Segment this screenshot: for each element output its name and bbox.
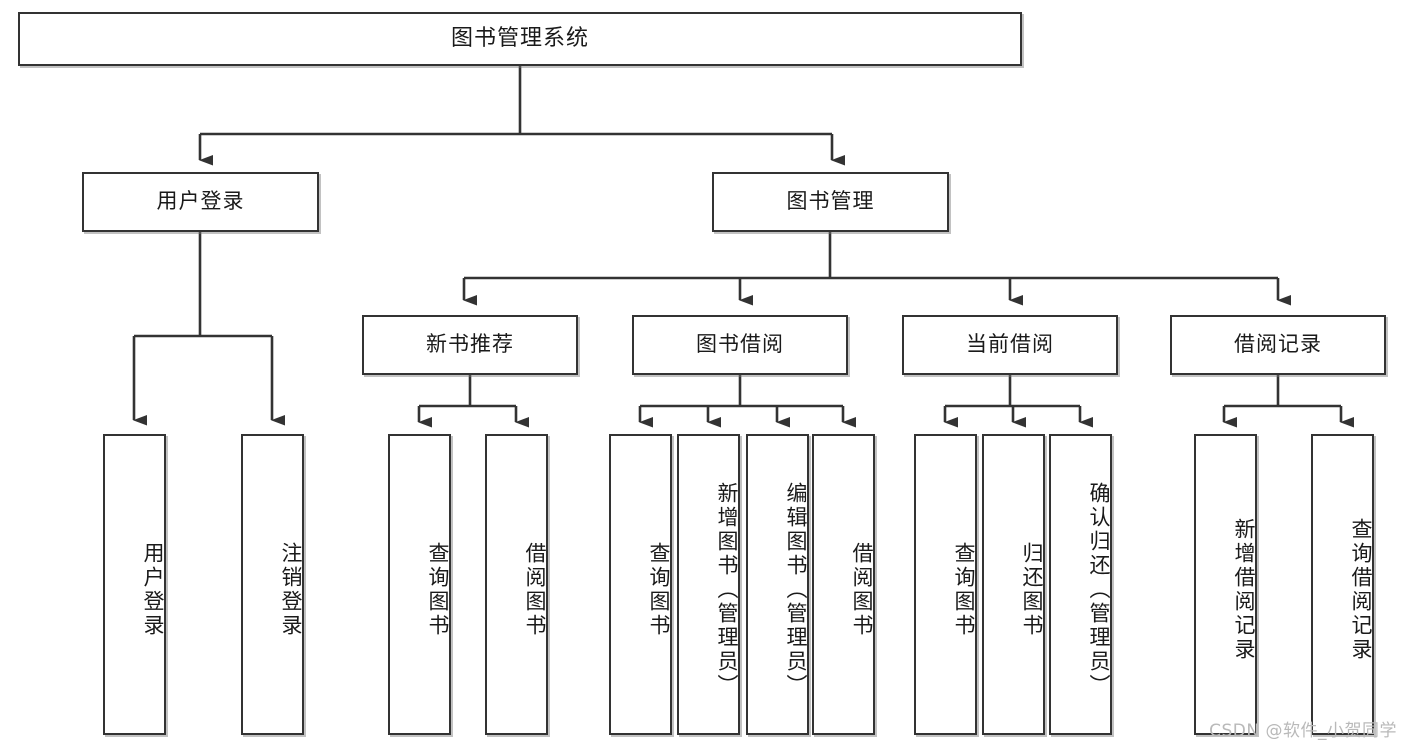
node-label: 图书管理系统 [450, 25, 589, 51]
node-label: 当前借阅 [966, 332, 1054, 357]
node-label: 新增借阅记录 [1232, 517, 1256, 662]
leaf-record-query[interactable]: 查询借阅记录 [1311, 434, 1374, 735]
node-label: 图书管理 [786, 189, 875, 214]
leaf-newbook-borrow[interactable]: 借阅图书 [485, 434, 548, 735]
node-label: 查询图书 [647, 541, 671, 638]
node-label: 归还图书 [1020, 541, 1044, 638]
leaf-user-logout[interactable]: 注销登录 [241, 434, 304, 735]
leaf-borrow-lend-book[interactable]: 借阅图书 [812, 434, 875, 735]
node-book-borrow[interactable]: 图书借阅 [632, 315, 848, 375]
node-borrow-records[interactable]: 借阅记录 [1170, 315, 1386, 375]
node-current-borrow[interactable]: 当前借阅 [902, 315, 1118, 375]
node-label: 借阅图书 [523, 541, 547, 638]
leaf-newbook-query[interactable]: 查询图书 [388, 434, 451, 735]
leaf-current-confirm-return[interactable]: 确认归还（管理员） [1049, 434, 1112, 735]
node-label: 新增图书（管理员） [715, 481, 739, 698]
node-label: 编辑图书（管理员） [784, 481, 808, 698]
node-label: 查询借阅记录 [1349, 517, 1373, 662]
watermark-text: CSDN @软件_小贺同学 [1209, 721, 1397, 741]
node-label: 确认归还（管理员） [1087, 481, 1111, 698]
node-label: 图书借阅 [696, 332, 784, 357]
leaf-record-add[interactable]: 新增借阅记录 [1194, 434, 1257, 735]
node-book-management[interactable]: 图书管理 [712, 172, 949, 232]
node-label: 借阅图书 [850, 541, 874, 638]
node-label: 注销登录 [279, 541, 303, 638]
leaf-borrow-edit-book[interactable]: 编辑图书（管理员） [746, 434, 809, 735]
node-label: 用户登录 [156, 189, 245, 214]
leaf-current-query-book[interactable]: 查询图书 [914, 434, 977, 735]
node-label: 用户登录 [141, 541, 165, 638]
leaf-borrow-add-book[interactable]: 新增图书（管理员） [677, 434, 740, 735]
node-label: 查询图书 [952, 541, 976, 638]
leaf-user-login[interactable]: 用户登录 [103, 434, 166, 735]
node-user-login[interactable]: 用户登录 [82, 172, 319, 232]
node-label: 借阅记录 [1234, 332, 1322, 357]
node-root-system[interactable]: 图书管理系统 [18, 12, 1022, 66]
node-label: 查询图书 [426, 541, 450, 638]
leaf-borrow-query-book[interactable]: 查询图书 [609, 434, 672, 735]
leaf-current-return-book[interactable]: 归还图书 [982, 434, 1045, 735]
node-label: 新书推荐 [426, 332, 514, 357]
node-new-book-recommend[interactable]: 新书推荐 [362, 315, 578, 375]
